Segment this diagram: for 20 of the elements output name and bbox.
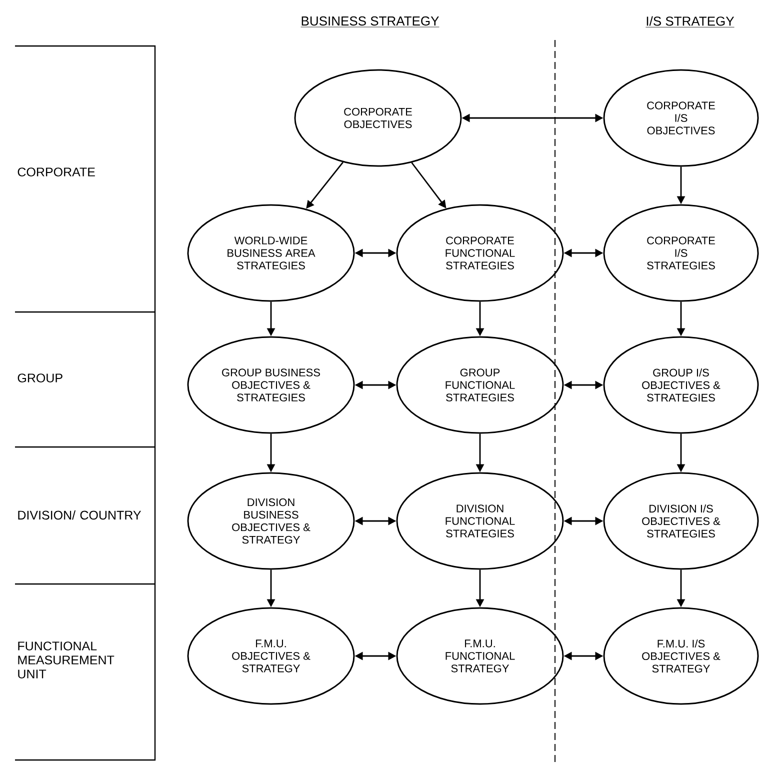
ellipse-node: WORLD-WIDE BUSINESS AREA STRATEGIES (187, 204, 355, 302)
ellipse-node: F.M.U. I/S OBJECTIVES & STRATEGY (603, 607, 759, 705)
ellipse-node: F.M.U. FUNCTIONAL STRATEGY (396, 607, 564, 705)
ellipse-node: GROUP FUNCTIONAL STRATEGIES (396, 336, 564, 434)
ellipse-node: CORPORATE OBJECTIVES (294, 69, 462, 167)
level-label: CORPORATE (18, 168, 95, 176)
ellipse-node: DIVISION I/S OBJECTIVES & STRATEGIES (603, 472, 759, 570)
ellipse-node: GROUP I/S OBJECTIVES & STRATEGIES (603, 336, 759, 434)
ellipse-node: GROUP BUSINESS OBJECTIVES & STRATEGIES (187, 336, 355, 434)
level-label: DIVISION/ COUNTRY (18, 510, 142, 520)
level-label: FUNCTIONAL MEASUREMENT UNIT (18, 642, 114, 678)
column-heading: BUSINESS STRATEGY (300, 16, 440, 28)
ellipse-node: DIVISION FUNCTIONAL STRATEGIES (396, 472, 564, 570)
column-heading: I/S STRATEGY (646, 16, 734, 28)
ellipse-node: F.M.U. OBJECTIVES & STRATEGY (187, 607, 355, 705)
ellipse-node: CORPORATE I/S STRATEGIES (603, 204, 759, 302)
ellipse-node: DIVISION BUSINESS OBJECTIVES & STRATEGY (187, 472, 355, 570)
ellipse-node: CORPORATE I/S OBJECTIVES (603, 69, 759, 167)
level-label: GROUP (18, 374, 62, 382)
ellipse-node: CORPORATE FUNCTIONAL STRATEGIES (396, 204, 564, 302)
